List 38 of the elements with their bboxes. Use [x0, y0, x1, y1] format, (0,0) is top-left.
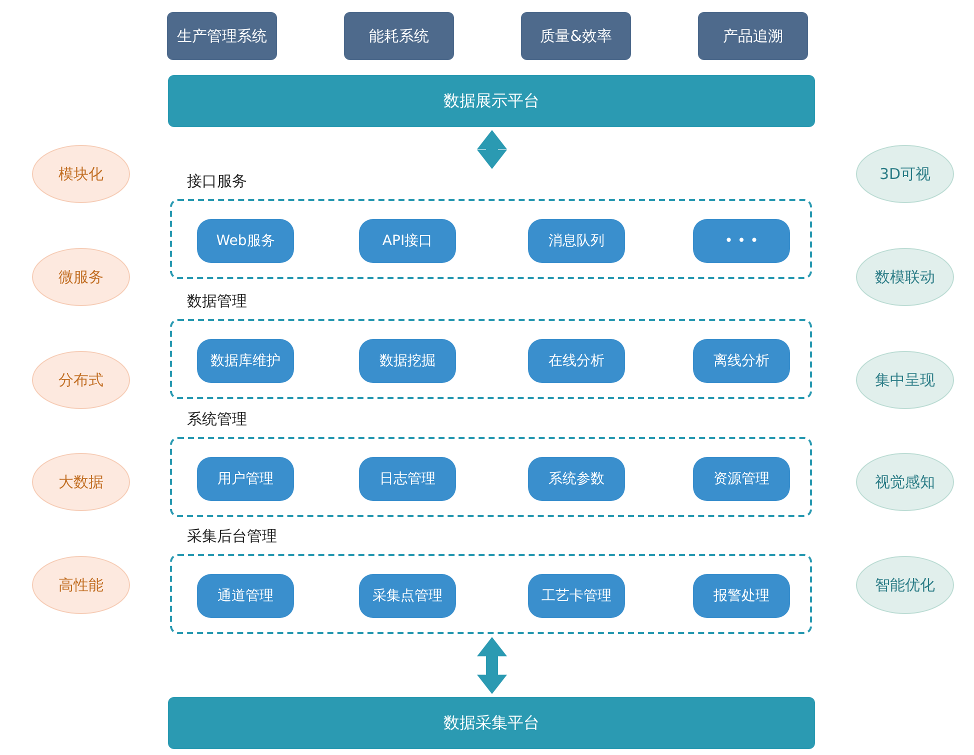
function-pill: 数据库维护	[197, 339, 294, 383]
feature-ellipse: 微服务	[32, 248, 130, 306]
function-pill: 工艺卡管理	[528, 574, 625, 618]
function-pill: 资源管理	[693, 457, 790, 501]
group-heading: 采集后台管理	[187, 527, 277, 546]
feature-ellipse: 视觉感知	[856, 453, 954, 511]
system-box: 质量&效率	[521, 12, 631, 60]
double-arrow	[477, 637, 507, 694]
function-pill: Web服务	[197, 219, 294, 263]
feature-ellipse: 大数据	[32, 453, 130, 511]
function-pill: 报警处理	[693, 574, 790, 618]
group-heading: 数据管理	[187, 292, 247, 311]
function-pill: 消息队列	[528, 219, 625, 263]
function-pill: • • •	[693, 219, 790, 263]
function-pill: 通道管理	[197, 574, 294, 618]
function-pill: 系统参数	[528, 457, 625, 501]
function-pill: 日志管理	[359, 457, 456, 501]
system-box: 能耗系统	[344, 12, 454, 60]
platform-bar: 数据采集平台	[168, 697, 815, 749]
function-pill: 采集点管理	[359, 574, 456, 618]
group-heading: 系统管理	[187, 410, 247, 429]
platform-bar: 数据展示平台	[168, 75, 815, 127]
feature-ellipse: 模块化	[32, 145, 130, 203]
feature-ellipse: 集中呈现	[856, 351, 954, 409]
function-pill: API接口	[359, 219, 456, 263]
feature-ellipse: 数模联动	[856, 248, 954, 306]
feature-ellipse: 智能优化	[856, 556, 954, 614]
system-box: 产品追溯	[698, 12, 808, 60]
feature-ellipse: 高性能	[32, 556, 130, 614]
function-pill: 用户管理	[197, 457, 294, 501]
feature-ellipse: 3D可视	[856, 145, 954, 203]
double-arrow	[477, 130, 507, 169]
function-pill: 离线分析	[693, 339, 790, 383]
system-box: 生产管理系统	[167, 12, 277, 60]
feature-ellipse: 分布式	[32, 351, 130, 409]
group-heading: 接口服务	[187, 172, 247, 191]
function-pill: 数据挖掘	[359, 339, 456, 383]
function-pill: 在线分析	[528, 339, 625, 383]
